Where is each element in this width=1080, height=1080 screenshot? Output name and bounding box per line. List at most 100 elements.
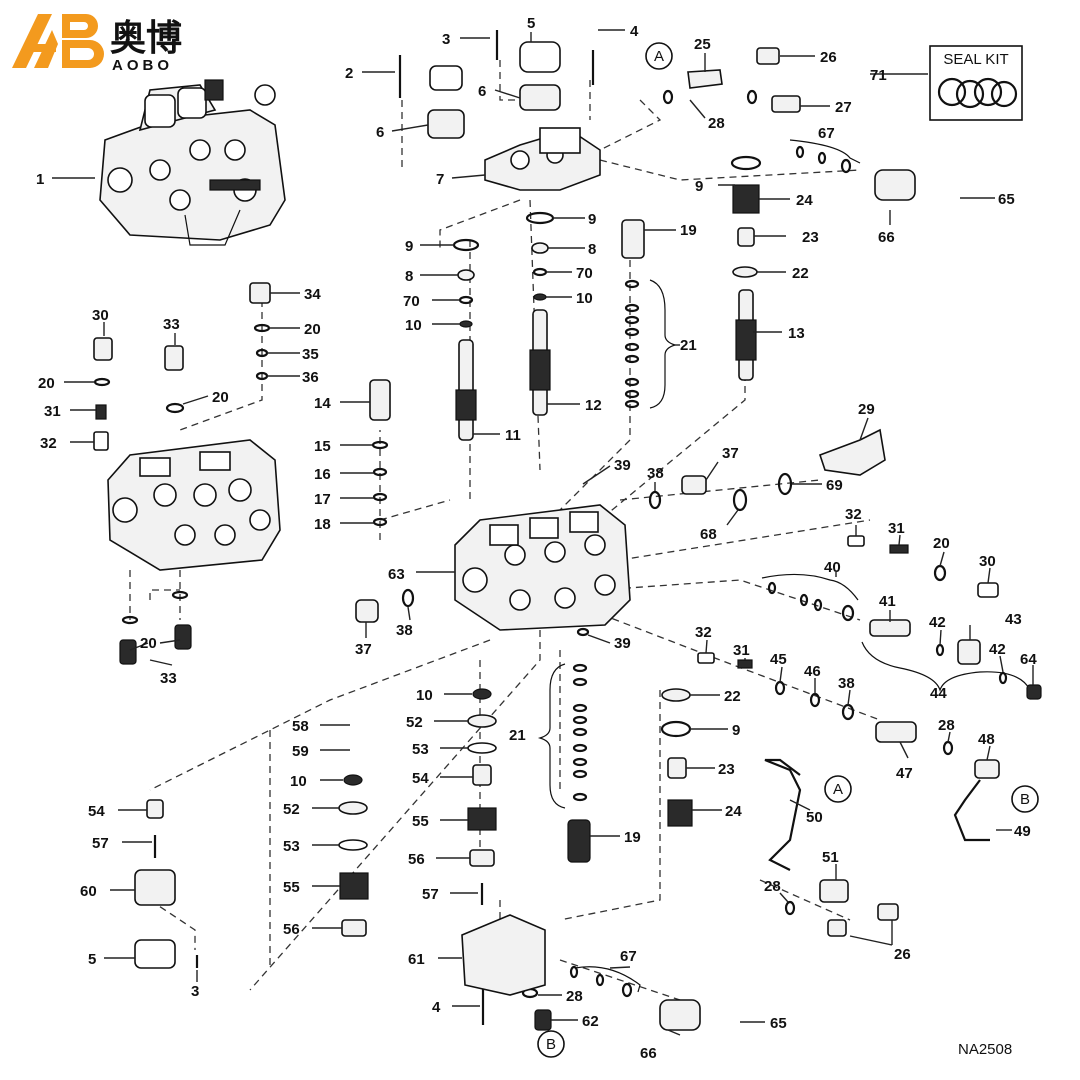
callout-60: 60 — [80, 883, 97, 900]
callout-28-bottom: 28 — [566, 988, 583, 1005]
callout-26-bottom: 26 — [894, 946, 911, 963]
bracket-groups — [569, 139, 1031, 998]
callout-66-top: 66 — [878, 229, 895, 246]
connector-a-top-label: A — [654, 48, 664, 65]
callout-67-bottom: 67 — [620, 948, 637, 965]
callout-43: 43 — [1005, 611, 1022, 628]
callout-65-top: 65 — [998, 191, 1015, 208]
callout-14: 14 — [314, 395, 331, 412]
connector-b-bottom-label: B — [546, 1036, 556, 1053]
callout-11: 11 — [505, 427, 521, 444]
callout-1: 1 — [36, 171, 44, 188]
callout-39-lower: 39 — [614, 635, 631, 652]
callout-65-bottom: 65 — [770, 1015, 787, 1032]
callout-6-center: 6 — [478, 83, 486, 100]
callout-32-right-upper: 32 — [845, 506, 862, 523]
callout-31-right-upper: 31 — [888, 520, 905, 537]
callout-35: 35 — [302, 346, 319, 363]
callout-15: 15 — [314, 438, 331, 455]
connector-b-right: B — [1011, 785, 1039, 813]
callout-8-left: 8 — [405, 268, 413, 285]
callout-69: 69 — [826, 477, 843, 494]
seal-kit-box: SEAL KIT — [929, 45, 1023, 121]
callout-4-bottom: 4 — [432, 999, 441, 1016]
seal-ring-stack-21 — [537, 279, 678, 809]
callout-51: 51 — [822, 849, 839, 866]
callout-2: 2 — [345, 65, 353, 82]
callout-10-lower-left: 10 — [290, 773, 307, 790]
callout-9-lower: 9 — [732, 722, 740, 739]
callout-50: 50 — [806, 809, 823, 826]
callout-49: 49 — [1014, 823, 1031, 840]
callout-18: 18 — [314, 516, 331, 533]
callout-5-bottom: 5 — [88, 951, 96, 968]
callout-12: 12 — [585, 397, 602, 414]
callout-52-center: 52 — [406, 714, 423, 731]
callout-4-top: 4 — [630, 23, 639, 40]
callout-33-top: 33 — [163, 316, 180, 333]
connector-a-bottom-label: A — [833, 781, 843, 798]
callout-70-left: 70 — [403, 293, 420, 310]
callout-38-right: 38 — [838, 675, 855, 692]
callout-19-upper: 19 — [680, 222, 697, 239]
callout-42-a: 42 — [929, 614, 946, 631]
callout-38-left: 38 — [396, 622, 413, 639]
callout-27: 27 — [835, 99, 852, 116]
callout-13: 13 — [788, 325, 805, 342]
callout-63: 63 — [388, 566, 405, 583]
callout-9-center: 9 — [588, 211, 596, 228]
callout-28-top: 28 — [708, 115, 725, 132]
callout-20-a: 20 — [304, 321, 321, 338]
callout-30-right: 30 — [979, 553, 996, 570]
callout-55-left: 55 — [283, 879, 300, 896]
callout-9-left: 9 — [405, 238, 413, 255]
callout-22-upper: 22 — [792, 265, 809, 282]
callout-22-lower: 22 — [724, 688, 741, 705]
callout-20-b: 20 — [38, 375, 55, 392]
callout-31-left: 31 — [44, 403, 61, 420]
callout-55-center: 55 — [412, 813, 429, 830]
callout-10-left: 10 — [405, 317, 422, 334]
seals-and-washers — [93, 89, 1008, 999]
callout-45: 45 — [770, 651, 787, 668]
callout-61: 61 — [408, 951, 425, 968]
brand-logo: 奥博 AOBO — [12, 14, 182, 74]
callout-23-lower: 23 — [718, 761, 735, 778]
leader-lines — [52, 29, 1034, 1036]
connector-b-bottom: B — [537, 1030, 565, 1058]
assembly-lines — [129, 60, 881, 1001]
callout-31-right-lower: 31 — [733, 642, 750, 659]
callout-53-center: 53 — [412, 741, 429, 758]
callout-21-upper: 21 — [680, 337, 697, 354]
connector-a-top: A — [645, 42, 673, 70]
callout-48: 48 — [978, 731, 995, 748]
ab-logo-mark — [12, 14, 104, 68]
callout-41: 41 — [879, 593, 896, 610]
brand-name-en: AOBO — [112, 57, 173, 74]
callout-29: 29 — [858, 401, 875, 418]
tubes — [764, 758, 990, 871]
callout-57-center: 57 — [422, 886, 439, 903]
callout-32-right-lower: 32 — [695, 624, 712, 641]
left-valve-body — [107, 439, 281, 571]
callout-59: 59 — [292, 743, 309, 760]
callout-34: 34 — [304, 286, 321, 303]
callout-5-top: 5 — [527, 15, 535, 32]
callout-57-left: 57 — [92, 835, 109, 852]
callout-23-upper: 23 — [802, 229, 819, 246]
callout-24-lower: 24 — [725, 803, 742, 820]
top-cap-assembly — [484, 127, 601, 191]
callout-36: 36 — [302, 369, 319, 386]
callout-21-lower: 21 — [509, 727, 526, 744]
callout-46: 46 — [804, 663, 821, 680]
callout-16: 16 — [314, 466, 331, 483]
callout-54-center: 54 — [412, 770, 429, 787]
bolts — [153, 30, 595, 1025]
callout-32-left: 32 — [40, 435, 57, 452]
callout-70-center: 70 — [576, 265, 593, 282]
callout-47: 47 — [896, 765, 913, 782]
callout-33-bottom: 33 — [160, 670, 177, 687]
callout-6-left: 6 — [376, 124, 384, 141]
callout-30-left: 30 — [92, 307, 109, 324]
callout-56-left: 56 — [283, 921, 300, 938]
